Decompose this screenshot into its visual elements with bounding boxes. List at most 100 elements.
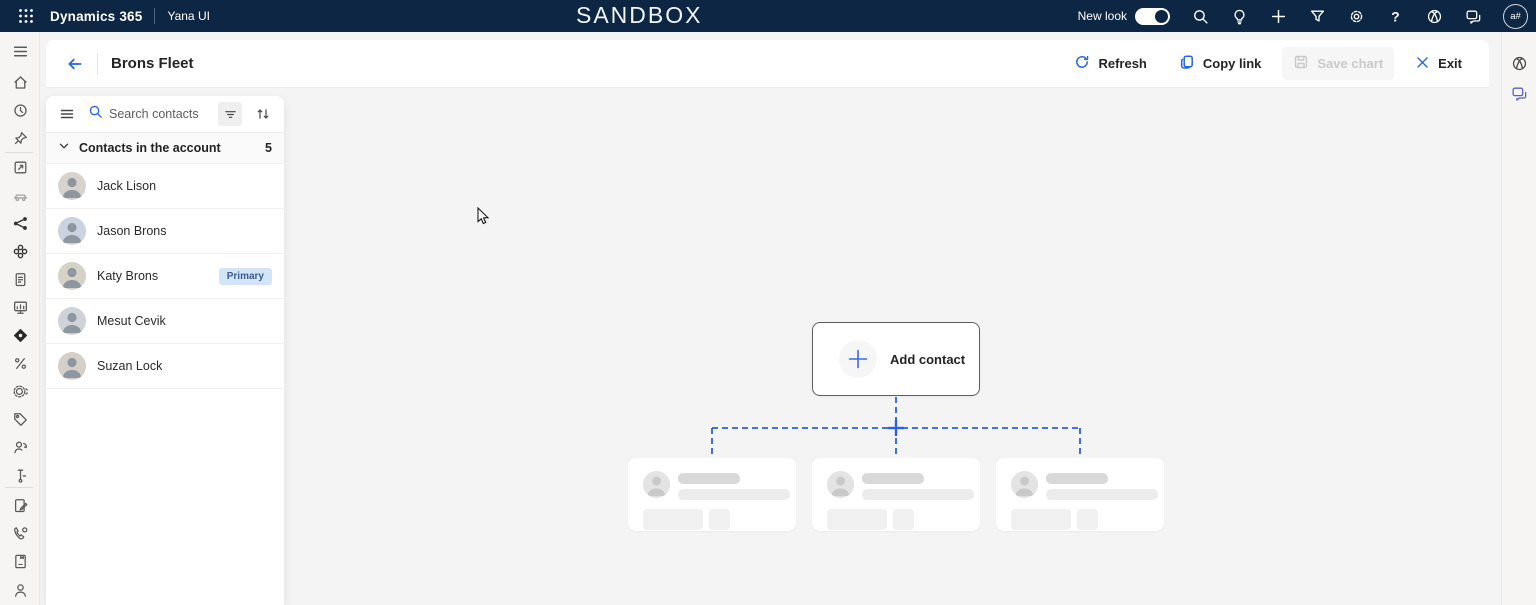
- filter-icon[interactable]: [1308, 7, 1326, 25]
- top-navigation-bar: Dynamics 365 Yana UI SANDBOX New look ?: [0, 0, 1536, 32]
- contact-name: Jason Brons: [97, 224, 167, 238]
- person-icon[interactable]: [11, 581, 29, 599]
- contact-name: Jack Lison: [97, 179, 157, 193]
- close-icon: [1415, 55, 1430, 73]
- feedback-chat-icon[interactable]: [1464, 7, 1482, 25]
- contact-avatar: [58, 217, 86, 245]
- svg-text:?: ?: [1391, 8, 1399, 24]
- knowledge-book-icon[interactable]: [11, 552, 29, 570]
- org-chart-diamond-icon[interactable]: [11, 326, 29, 344]
- placeholder-chip: [1011, 509, 1071, 530]
- contact-name: Suzan Lock: [97, 359, 163, 373]
- percent-icon[interactable]: [11, 354, 29, 372]
- connector-junction-cross: [888, 420, 904, 436]
- recent-clock-icon[interactable]: [11, 101, 29, 119]
- refresh-icon: [1074, 54, 1090, 73]
- search-contacts-input[interactable]: [109, 107, 209, 121]
- placeholder-contact-card: [628, 458, 796, 531]
- placeholder-chip: [709, 509, 730, 530]
- account-avatar[interactable]: a#: [1503, 3, 1528, 29]
- contact-list-item[interactable]: Jason Brons: [46, 209, 284, 254]
- save-chart-button[interactable]: Save chart: [1282, 47, 1395, 80]
- rail-divider: [5, 152, 33, 153]
- add-contact-plus-icon: [839, 340, 877, 378]
- placeholder-line-bar: [678, 489, 790, 500]
- left-navigation-rail: [0, 32, 40, 605]
- apps-flower-icon[interactable]: [11, 242, 29, 260]
- save-icon: [1293, 54, 1309, 73]
- contact-sync-icon[interactable]: [11, 438, 29, 456]
- new-look-label: New look: [1077, 9, 1127, 23]
- sort-icon[interactable]: [251, 102, 275, 126]
- app-title[interactable]: Dynamics 365: [50, 8, 143, 24]
- contact-avatar: [58, 172, 86, 200]
- command-bar: Brons Fleet Refresh Copy link Save chart…: [46, 40, 1489, 88]
- home-icon[interactable]: [11, 73, 29, 91]
- contact-name: Mesut Cevik: [97, 314, 166, 328]
- contact-avatar: [58, 352, 86, 380]
- site-map-menu-icon[interactable]: [11, 42, 29, 60]
- help-icon[interactable]: ?: [1386, 7, 1404, 25]
- contacts-panel: Contacts in the account 5 Jack Lison Jas…: [46, 96, 284, 605]
- connections-share-icon[interactable]: [11, 214, 29, 232]
- placeholder-chip: [893, 509, 914, 530]
- phone-calls-icon[interactable]: [11, 524, 29, 542]
- copilot-side-icon[interactable]: [1510, 54, 1528, 72]
- placeholder-line-bar: [1046, 489, 1158, 500]
- placeholder-avatar: [827, 471, 854, 498]
- waffle-menu-icon[interactable]: [12, 2, 40, 30]
- placeholder-chip: [827, 509, 887, 530]
- teams-chat-icon[interactable]: [1510, 84, 1528, 102]
- placeholder-name-bar: [1046, 473, 1108, 484]
- environment-name[interactable]: Yana UI: [167, 9, 210, 23]
- panel-menu-icon[interactable]: [55, 102, 79, 126]
- mouse-cursor: [477, 206, 491, 232]
- new-look-toggle-group: New look: [1077, 7, 1170, 25]
- vehicles-car-icon[interactable]: [11, 186, 29, 204]
- contacts-group-count: 5: [265, 141, 272, 155]
- placeholder-contact-card: [812, 458, 980, 531]
- back-button[interactable]: [62, 51, 88, 77]
- copy-link-button[interactable]: Copy link: [1168, 47, 1273, 80]
- add-contact-card[interactable]: Add contact: [812, 322, 980, 396]
- refresh-button[interactable]: Refresh: [1063, 47, 1157, 80]
- placeholder-chip: [643, 509, 703, 530]
- dashboards-monitor-icon[interactable]: [11, 298, 29, 316]
- contact-list-item[interactable]: Suzan Lock: [46, 344, 284, 389]
- sandbox-banner: SANDBOX: [576, 2, 703, 28]
- settings-gear-icon[interactable]: [1347, 7, 1365, 25]
- tasks-clipboard-pen-icon[interactable]: [11, 496, 29, 514]
- page-title: Brons Fleet: [111, 55, 194, 72]
- tags-icon[interactable]: [11, 410, 29, 428]
- placeholder-name-bar: [862, 473, 924, 484]
- topbar-divider: [154, 8, 156, 24]
- copilot-icon[interactable]: [1425, 7, 1443, 25]
- contact-list-item[interactable]: Jack Lison: [46, 164, 284, 209]
- contact-name: Katy Brons: [97, 269, 159, 283]
- rail-divider: [5, 487, 33, 488]
- placeholder-avatar: [643, 471, 670, 498]
- add-icon[interactable]: [1269, 7, 1287, 25]
- exit-button[interactable]: Exit: [1404, 48, 1473, 80]
- filter-list-icon[interactable]: [218, 102, 242, 126]
- new-look-toggle[interactable]: [1135, 7, 1170, 25]
- search-icon[interactable]: [1191, 7, 1209, 25]
- contact-list-item[interactable]: Mesut Cevik: [46, 299, 284, 344]
- right-utility-rail: [1501, 32, 1536, 605]
- contact-avatar: [58, 307, 86, 335]
- contacts-group-header[interactable]: Contacts in the account 5: [46, 133, 284, 164]
- promoted-page-icon[interactable]: [11, 158, 29, 176]
- search-icon: [88, 104, 103, 124]
- add-contact-label: Add contact: [890, 351, 966, 367]
- copy-link-icon: [1179, 54, 1195, 73]
- tools-icon[interactable]: [11, 466, 29, 484]
- sync-settings-icon[interactable]: [11, 382, 29, 400]
- toggle-knob: [1155, 9, 1168, 23]
- pin-icon[interactable]: [11, 129, 29, 147]
- search-contacts-box[interactable]: [88, 104, 209, 124]
- lightbulb-icon[interactable]: [1230, 7, 1248, 25]
- placeholder-name-bar: [678, 473, 740, 484]
- primary-badge: Primary: [218, 267, 272, 285]
- notes-clipboard-icon[interactable]: [11, 270, 29, 288]
- contact-list-item[interactable]: Katy Brons Primary: [46, 254, 284, 299]
